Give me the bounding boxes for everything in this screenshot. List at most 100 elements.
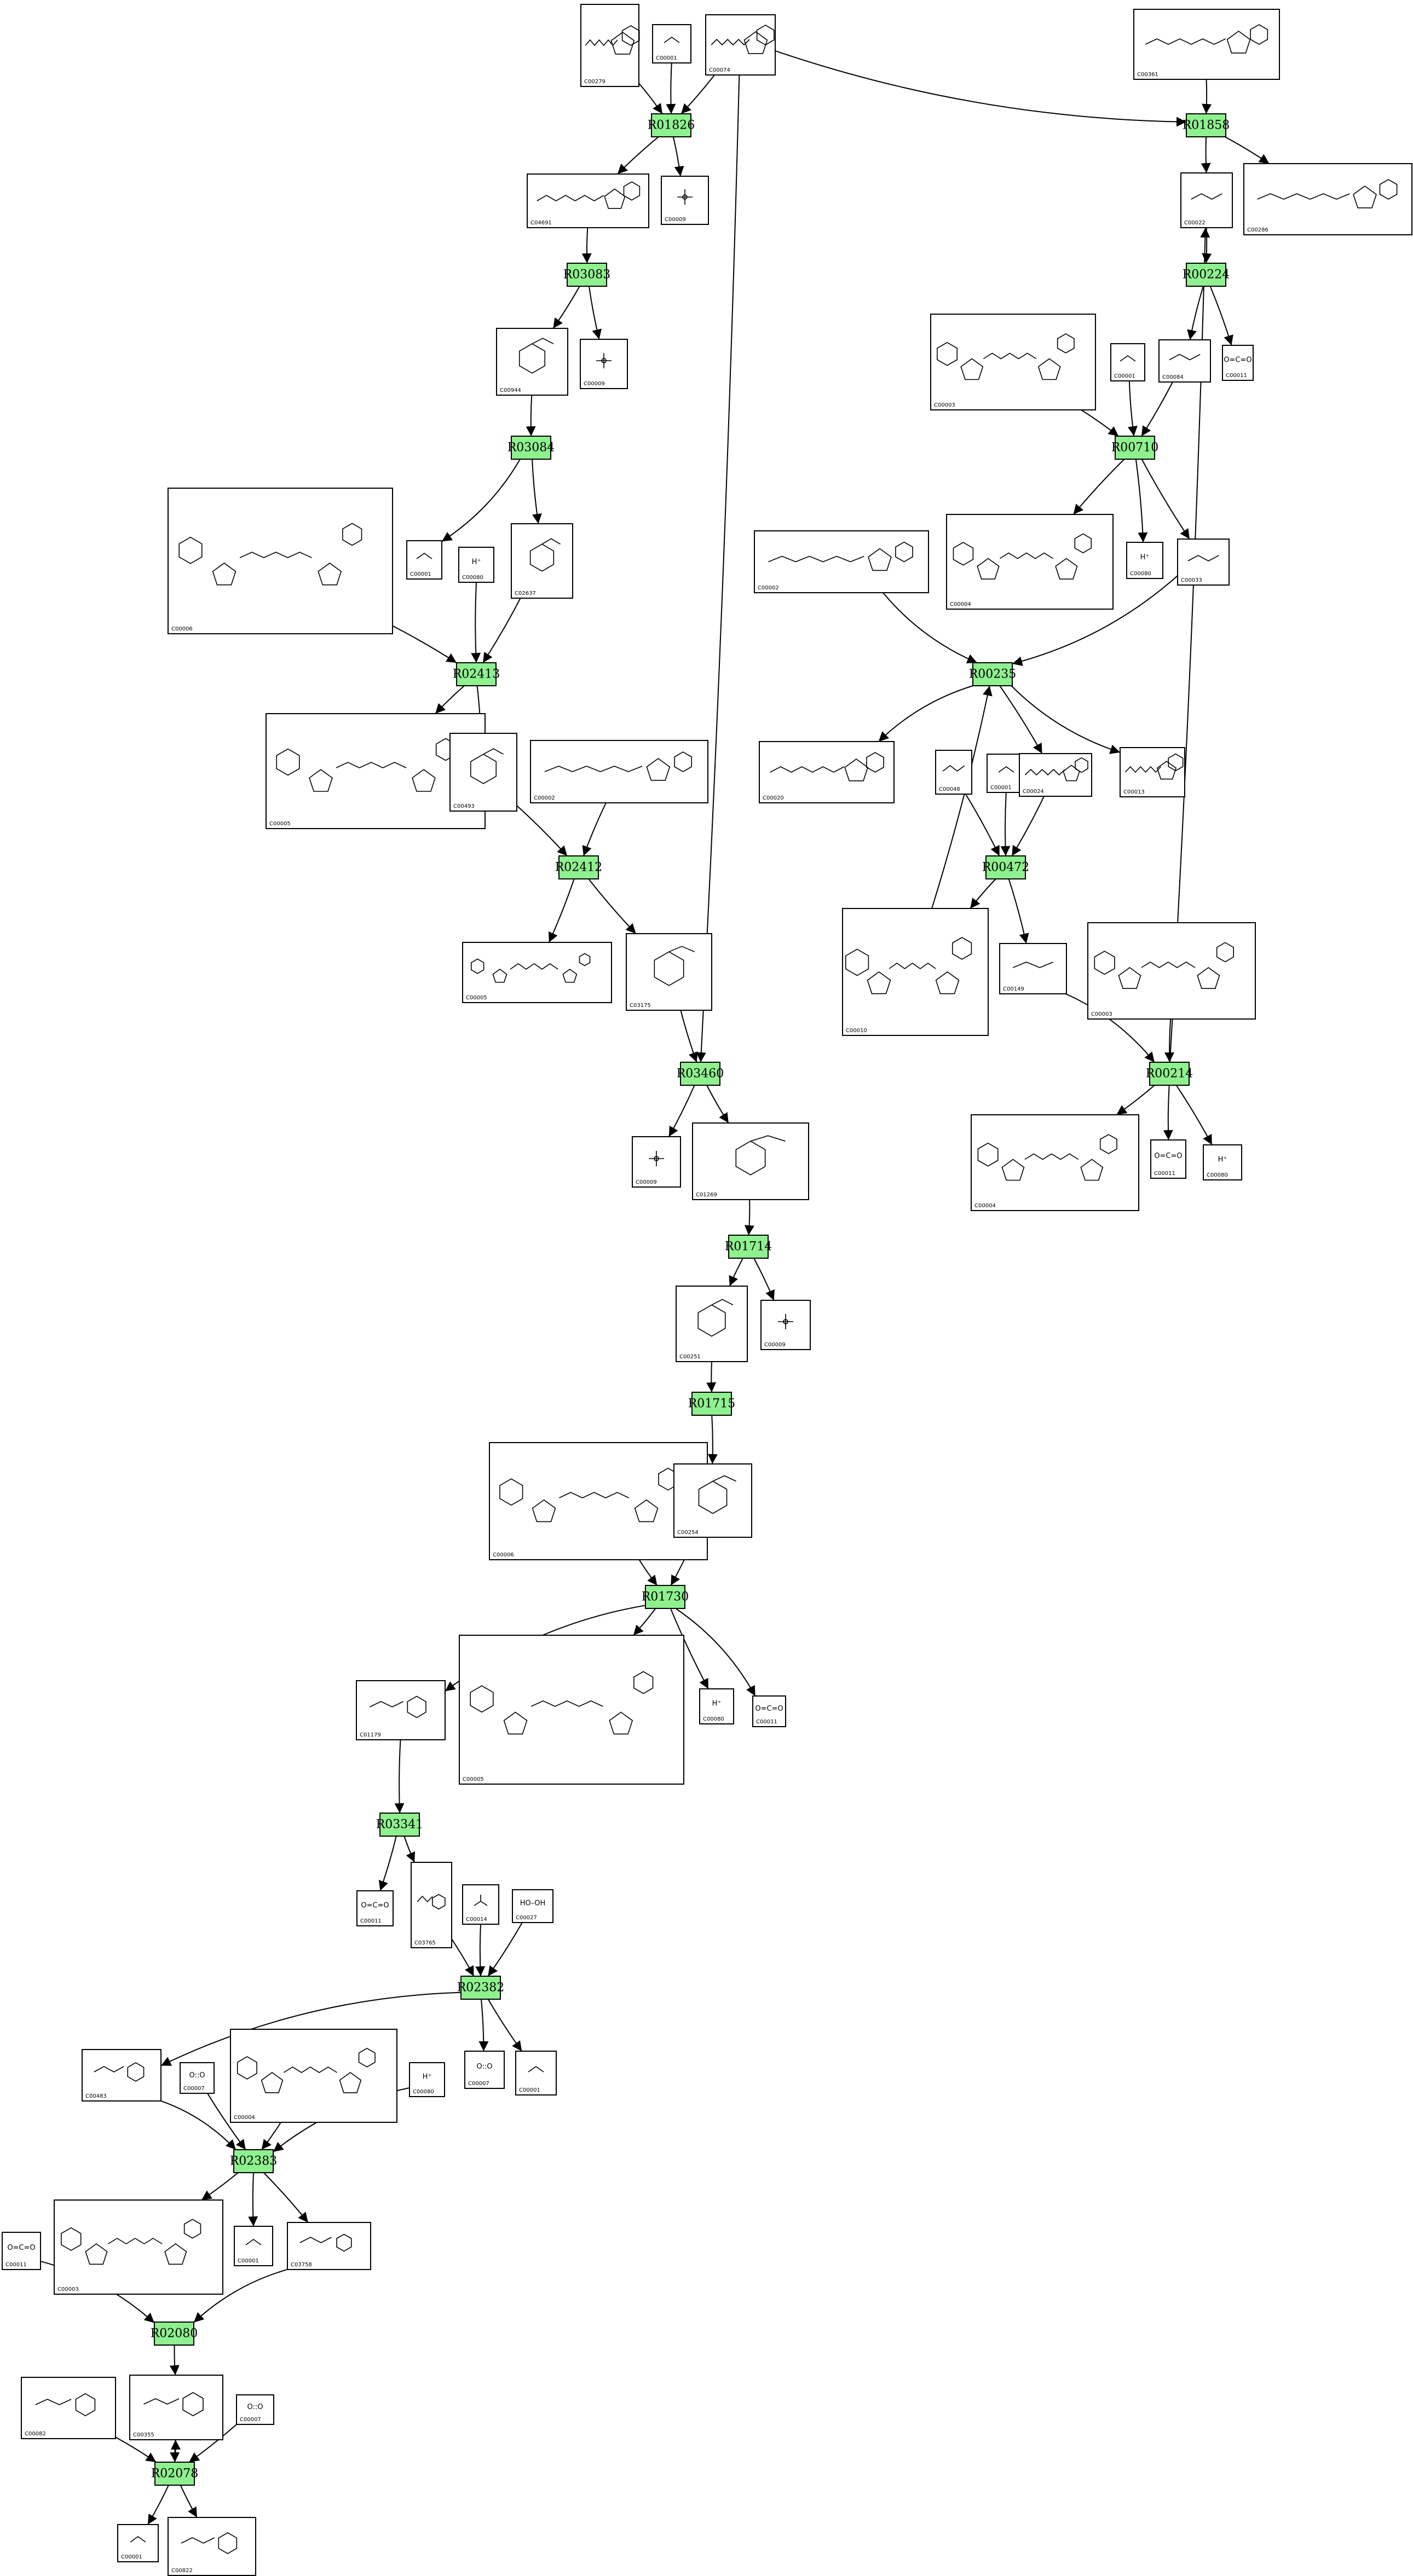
compound-node[interactable]: C01179 — [356, 1680, 446, 1740]
compound-node[interactable]: H⁺C00080 — [1203, 1144, 1242, 1180]
compound-node[interactable]: C00001 — [117, 2524, 159, 2562]
compound-node[interactable]: H⁺C00080 — [458, 547, 494, 583]
compound-node[interactable]: C00005 — [462, 942, 612, 1003]
compound-node[interactable]: C00254 — [673, 1463, 752, 1538]
compound-node[interactable]: C00001 — [652, 24, 691, 63]
reaction-node[interactable]: R00214 — [1146, 1062, 1193, 1086]
compound-box — [1087, 922, 1256, 1020]
compound-node[interactable]: C00009 — [760, 1300, 811, 1350]
compound-node[interactable]: C00014 — [462, 1884, 499, 1925]
compound-node[interactable]: C02637 — [511, 523, 573, 599]
structure-drawing — [698, 1475, 736, 1514]
compound-box — [673, 1463, 752, 1538]
compound-id-label: C00001 — [410, 571, 431, 577]
compound-node[interactable]: C00001 — [1110, 343, 1145, 381]
reaction-node[interactable]: R02080 — [151, 2322, 198, 2346]
reaction-node[interactable]: R01826 — [648, 113, 695, 137]
compound-node[interactable]: C00009 — [661, 176, 709, 225]
compound-node[interactable]: C00944 — [496, 328, 568, 396]
compound-node[interactable]: C00009 — [580, 339, 628, 389]
compound-node[interactable]: C00003 — [930, 314, 1096, 410]
compound-node[interactable]: C00048 — [935, 750, 972, 795]
compound-node[interactable]: C00010 — [842, 908, 989, 1036]
compound-node[interactable]: C00001 — [406, 540, 442, 580]
compound-node[interactable]: C00361 — [1133, 9, 1280, 80]
compound-node[interactable]: C00004 — [230, 2029, 397, 2123]
compound-node[interactable]: C00024 — [1019, 753, 1092, 797]
reaction-node[interactable]: R00472 — [982, 855, 1030, 879]
compound-node[interactable]: C00493 — [449, 733, 517, 812]
reaction-node[interactable]: R02078 — [151, 2462, 199, 2486]
compound-node[interactable]: C00013 — [1120, 747, 1185, 797]
reaction-node[interactable]: R02412 — [555, 855, 603, 879]
reaction-node[interactable]: R03083 — [563, 263, 611, 287]
compound-node[interactable]: C00006 — [489, 1442, 708, 1560]
compound-node[interactable]: C00004 — [971, 1114, 1139, 1211]
compound-node[interactable]: C00002 — [530, 740, 708, 803]
compound-node[interactable]: C00001 — [234, 2226, 273, 2266]
compound-node[interactable]: C03758 — [287, 2222, 371, 2270]
reaction-node[interactable]: R02382 — [457, 1976, 505, 2000]
compound-box — [356, 1890, 394, 1926]
reaction-node[interactable]: R01730 — [642, 1585, 689, 1609]
compound-node[interactable]: C04691 — [527, 173, 649, 228]
compounds-layer: C00279C00001C00074C00361C04691C00009C000… — [2, 4, 1412, 2576]
compound-node[interactable]: C00005 — [459, 1635, 684, 1785]
compound-node[interactable]: C03765 — [411, 1862, 452, 1948]
compound-node[interactable]: H⁺C00080 — [699, 1688, 734, 1724]
reaction-node[interactable]: R01858 — [1183, 113, 1230, 137]
compound-node[interactable]: C00003 — [1087, 922, 1256, 1020]
compound-node[interactable]: C00004 — [946, 514, 1114, 610]
compound-node[interactable]: C00822 — [168, 2517, 256, 2576]
reaction-node[interactable]: R03341 — [376, 1813, 424, 1837]
reaction-node[interactable]: R00224 — [1183, 263, 1230, 287]
compound-node[interactable]: C00009 — [632, 1136, 681, 1188]
compound-node[interactable]: C00033 — [1177, 539, 1230, 586]
compound-node[interactable]: C00022 — [1180, 172, 1233, 228]
compound-node[interactable]: C00003 — [54, 2199, 223, 2295]
reaction-node[interactable]: R02413 — [453, 662, 500, 686]
compound-box — [999, 943, 1067, 994]
reaction-node[interactable]: R01714 — [725, 1235, 772, 1259]
compound-node[interactable]: C00020 — [759, 741, 895, 803]
compound-node[interactable]: C00084 — [1158, 339, 1211, 383]
compound-node[interactable]: C00355 — [129, 2375, 223, 2440]
reaction-node[interactable]: R03084 — [507, 436, 555, 460]
reaction-node[interactable]: R00235 — [969, 662, 1017, 686]
compound-node[interactable]: C01269 — [692, 1122, 809, 1200]
compound-node[interactable]: C00002 — [754, 530, 929, 593]
compound-node[interactable]: H⁺C00080 — [409, 2062, 445, 2097]
compound-node[interactable]: C03175 — [626, 933, 712, 1011]
compound-node[interactable]: C00149 — [999, 943, 1067, 994]
reaction-node[interactable]: R03460 — [677, 1062, 724, 1086]
compound-id-label: C03175 — [630, 1003, 651, 1009]
compound-id-label: C00080 — [703, 1716, 724, 1722]
compound-node[interactable]: C00251 — [676, 1286, 748, 1362]
reaction-node[interactable]: R01715 — [688, 1392, 736, 1416]
compound-node[interactable]: H⁺C00080 — [1126, 542, 1163, 579]
reaction-id-label: R02382 — [457, 1981, 505, 1995]
formula-label: H⁺ — [1218, 1155, 1227, 1163]
compound-box — [459, 1635, 684, 1785]
structure-drawing — [518, 338, 554, 374]
reaction-node[interactable]: R02383 — [230, 2149, 278, 2173]
reaction-node[interactable]: R00710 — [1111, 436, 1159, 460]
compound-node[interactable]: C00082 — [21, 2377, 116, 2439]
compound-node[interactable]: C00286 — [1243, 163, 1412, 235]
compound-node[interactable]: C00001 — [515, 2051, 557, 2095]
compound-node[interactable]: C00006 — [168, 488, 393, 634]
compound-node[interactable]: C00483 — [82, 2049, 162, 2102]
compound-box — [1110, 343, 1145, 381]
reaction-edge — [1116, 1085, 1155, 1115]
compound-node[interactable]: C00074 — [705, 14, 776, 76]
compound-node[interactable]: C00279 — [580, 4, 640, 87]
